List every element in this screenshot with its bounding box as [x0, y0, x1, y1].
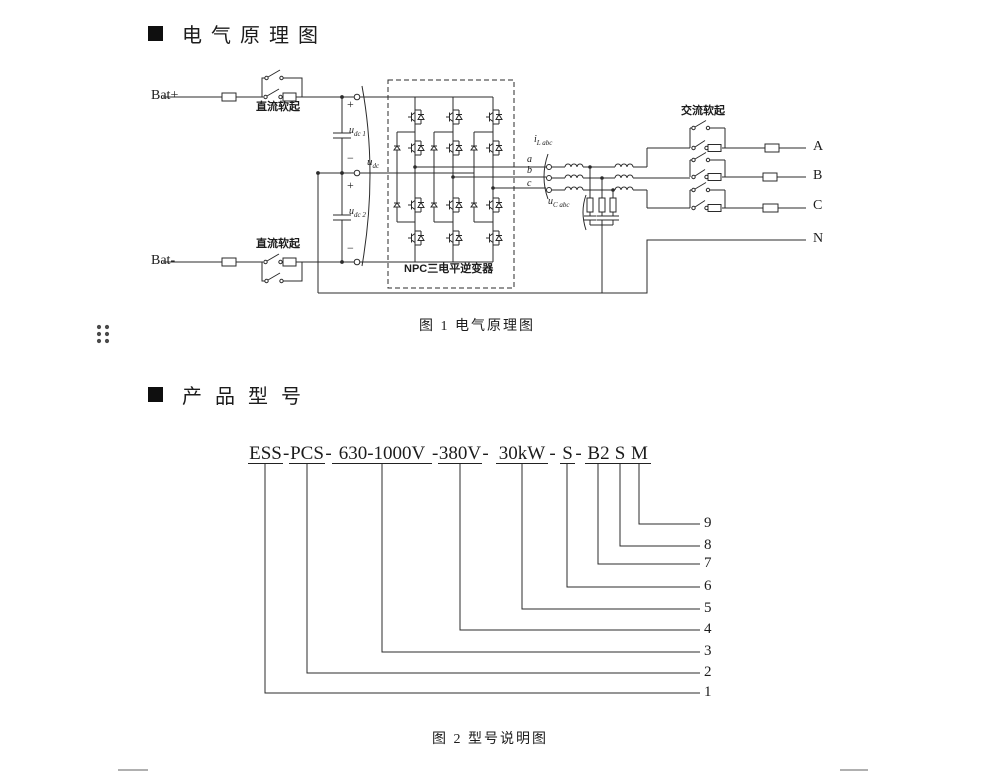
npc-inverter — [360, 79, 546, 289]
section-title: 产品型号 — [182, 386, 314, 408]
callout-number-6: 6 — [704, 578, 712, 594]
model-separator: - — [549, 443, 556, 464]
model-segment-3: 630-1000V — [332, 444, 432, 464]
neutral-rail — [318, 225, 806, 294]
model-separator: - — [575, 443, 582, 464]
model-segment-2: PCS — [289, 443, 325, 464]
ac-filter — [543, 147, 690, 231]
section-header-schematic: 电气原理图 — [148, 19, 327, 48]
model-segment-6: S — [560, 444, 575, 464]
polarity-plus-2: + — [347, 178, 354, 192]
callout-number-7: 7 — [704, 555, 712, 571]
inductor-current-label: iL abc — [534, 134, 553, 147]
callout-number-9: 9 — [704, 515, 712, 531]
polarity-minus-1: − — [347, 151, 354, 165]
model-segment-8: S — [612, 444, 628, 464]
model-segment-1: ESS — [248, 443, 283, 464]
callout-number-3: 3 — [704, 643, 712, 659]
battery-negative-label: Bat- — [151, 253, 176, 268]
callout-number-1: 1 — [704, 684, 712, 700]
dc-soft-start-label-bottom: 直流软起 — [256, 238, 300, 250]
terminal-b-label: B — [813, 168, 823, 183]
udc-label: udc — [367, 156, 380, 171]
square-bullet-icon — [148, 387, 163, 402]
model-segment-4: 380V — [438, 443, 482, 464]
phase-b-label: b — [527, 165, 532, 176]
phase-a-label: a — [527, 154, 532, 165]
callout-number-5: 5 — [704, 600, 712, 616]
section-header-model: 产品型号 — [148, 380, 314, 409]
drag-handle[interactable] — [93, 320, 113, 346]
ac-soft-start-label: 交流软起 — [681, 105, 725, 117]
polarity-minus-2: − — [347, 241, 354, 255]
battery-positive-label: Bat+ — [151, 88, 179, 103]
cap-voltage-label: uC abc — [548, 196, 570, 209]
figure2-caption: 图 2 型号说明图 — [432, 732, 548, 747]
terminal-n-label: N — [813, 231, 824, 246]
phase-c-label: c — [527, 178, 532, 189]
table-border-stub-right — [840, 769, 868, 771]
npc-inverter-label: NPC三电平逆变器 — [404, 263, 494, 275]
dc-input-negative — [163, 253, 361, 284]
model-segment-9: M — [628, 444, 651, 464]
callout-number-2: 2 — [704, 664, 712, 680]
dc-input-positive — [163, 69, 361, 102]
section-title: 电气原理图 — [182, 25, 327, 47]
figure1-caption: 图 1 电气原理图 — [419, 319, 535, 334]
model-segment-7: B2 — [585, 444, 612, 464]
model-separator: - — [283, 443, 290, 464]
udc2-label: udc 2 — [349, 206, 366, 219]
terminal-a-label: A — [813, 139, 824, 154]
model-separator: - — [432, 443, 439, 464]
terminal-c-label: C — [813, 198, 823, 213]
dc-link-capacitors — [316, 85, 371, 293]
ac-soft-start — [689, 120, 806, 213]
model-separator: - — [325, 443, 332, 464]
square-bullet-icon — [148, 26, 163, 41]
polarity-plus-1: + — [347, 97, 354, 111]
model-callout-lines — [264, 464, 700, 694]
dc-soft-start-label-top: 直流软起 — [256, 101, 300, 113]
drag-handle-icon — [96, 324, 110, 344]
callout-number-8: 8 — [704, 537, 712, 553]
model-separator: - — [482, 443, 489, 464]
table-border-stub-left — [118, 769, 148, 771]
udc1-label: udc 1 — [349, 125, 366, 138]
callout-number-4: 4 — [704, 621, 712, 637]
model-segment-5: 30kW — [496, 444, 548, 464]
